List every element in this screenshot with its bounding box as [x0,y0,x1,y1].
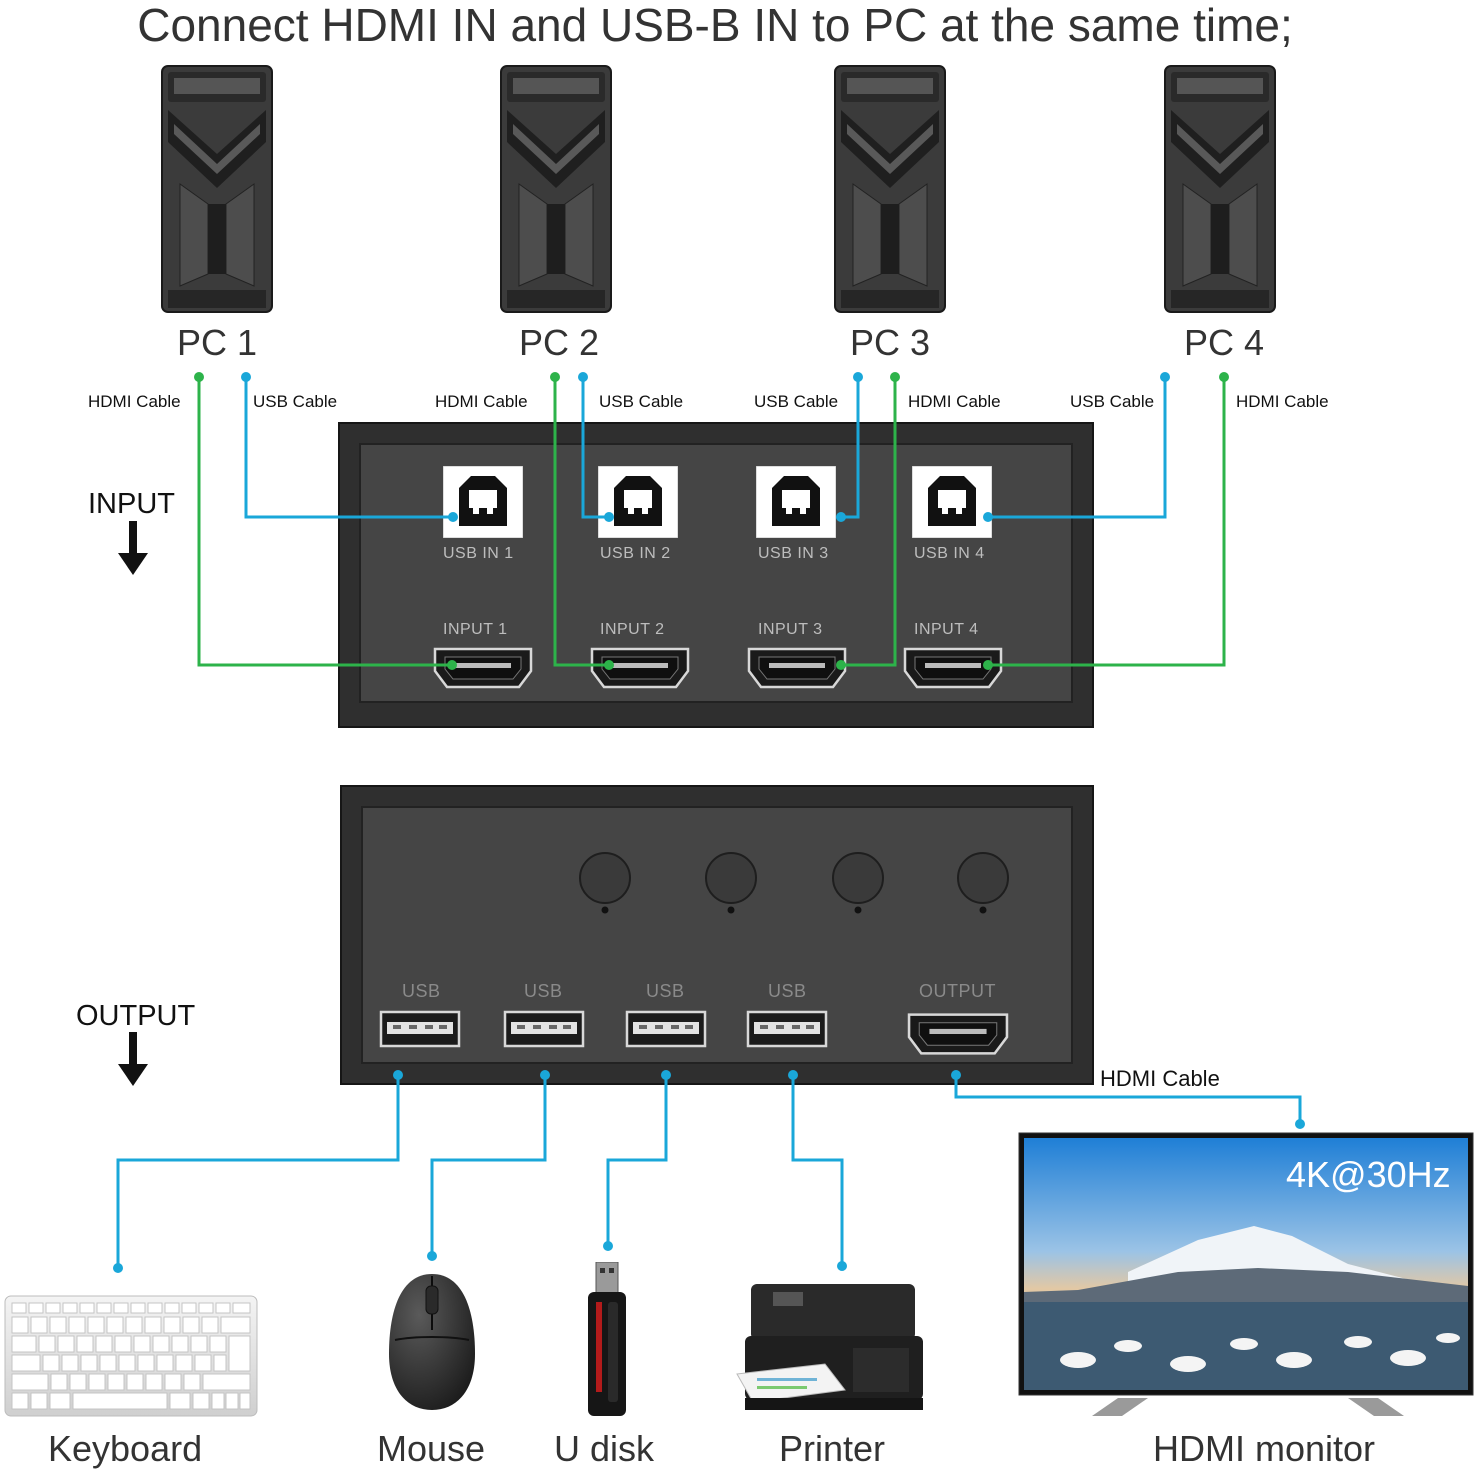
usb-b-port-icon[interactable] [756,466,836,538]
output-panel [340,785,1094,1085]
switch-button-2[interactable] [702,850,760,918]
hdmi-port-icon[interactable] [903,647,1003,689]
output-hdmi-cable-label: HDMI Cable [1100,1066,1220,1091]
keyboard-icon [4,1295,258,1417]
usb-output-label: USB [524,981,563,1001]
monitor-resolution-badge: 4K@30Hz [1286,1154,1451,1195]
hdmi-cable-label: HDMI Cable [908,392,1001,411]
pc-tower-icon [833,64,947,314]
printer-label: Printer [779,1428,886,1469]
hdmi-port-icon[interactable] [590,647,690,689]
usb-in-label: USB IN 4 [914,545,985,562]
usb-in-label: USB IN 3 [758,545,829,562]
mouse-icon [389,1274,475,1410]
usb-cable-label: USB Cable [754,392,839,411]
mouse-label: Mouse [377,1428,486,1469]
usb-cable-label: USB Cable [599,392,684,411]
arrow-down-icon [118,1032,148,1086]
usb-cable-udisk [606,1075,668,1246]
pc-tower-icon [160,64,274,314]
hdmi-cable-label: HDMI Cable [88,392,181,411]
usb-a-port-icon[interactable] [503,1010,585,1048]
pc-label: PC 3 [849,322,931,363]
usb-in-label: USB IN 2 [600,545,671,562]
printer-icon [736,1284,923,1410]
page-title: Connect HDMI IN and USB-B IN to PC at th… [137,0,1293,51]
arrow-down-icon [118,521,148,575]
hdmi-monitor-icon [1018,1132,1474,1416]
output-label: OUTPUT [76,1000,196,1032]
usb-drive-icon [588,1262,626,1416]
usb-output-label: USB [402,981,441,1001]
usb-cable-keyboard [116,1075,400,1268]
usb-cable-label: USB Cable [1070,392,1155,411]
switch-button-1[interactable] [576,850,634,918]
usb-b-port-icon[interactable] [912,466,992,538]
udisk-label: U disk [554,1428,655,1469]
pc-tower-icon [499,64,613,314]
pc-label: PC 1 [176,322,258,363]
hdmi-input-label: INPUT 4 [914,621,979,638]
hdmi-cable-label: HDMI Cable [435,392,528,411]
hdmi-port-icon[interactable] [747,647,847,689]
switch-button-3[interactable] [829,850,887,918]
hdmi-input-label: INPUT 3 [758,621,823,638]
hdmi-output-port-icon[interactable] [907,1012,1009,1056]
hdmi-cable-label: HDMI Cable [1236,392,1329,411]
pc-tower-icon [1163,64,1277,314]
usb-a-port-icon[interactable] [746,1010,828,1048]
hdmi-output-label: OUTPUT [919,981,996,1001]
pc-label: PC 4 [1183,322,1265,363]
usb-output-label: USB [768,981,807,1001]
input-label: INPUT [88,488,175,520]
hdmi-input-label: INPUT 2 [600,621,665,638]
usb-cable-mouse [430,1075,547,1256]
usb-output-label: USB [646,981,685,1001]
pc-label: PC 2 [518,322,600,363]
switch-button-4[interactable] [954,850,1012,918]
usb-a-port-icon[interactable] [625,1010,707,1048]
hdmi-port-icon[interactable] [433,647,533,689]
hdmi-input-label: INPUT 1 [443,621,508,638]
usb-a-port-icon[interactable] [379,1010,461,1048]
keyboard-label: Keyboard [48,1428,203,1469]
usb-in-label: USB IN 1 [443,545,514,562]
usb-cable-label: USB Cable [253,392,338,411]
usb-b-port-icon[interactable] [598,466,678,538]
monitor-label: HDMI monitor [1153,1428,1376,1469]
usb-cable-printer [791,1075,844,1266]
usb-b-port-icon[interactable] [443,466,523,538]
